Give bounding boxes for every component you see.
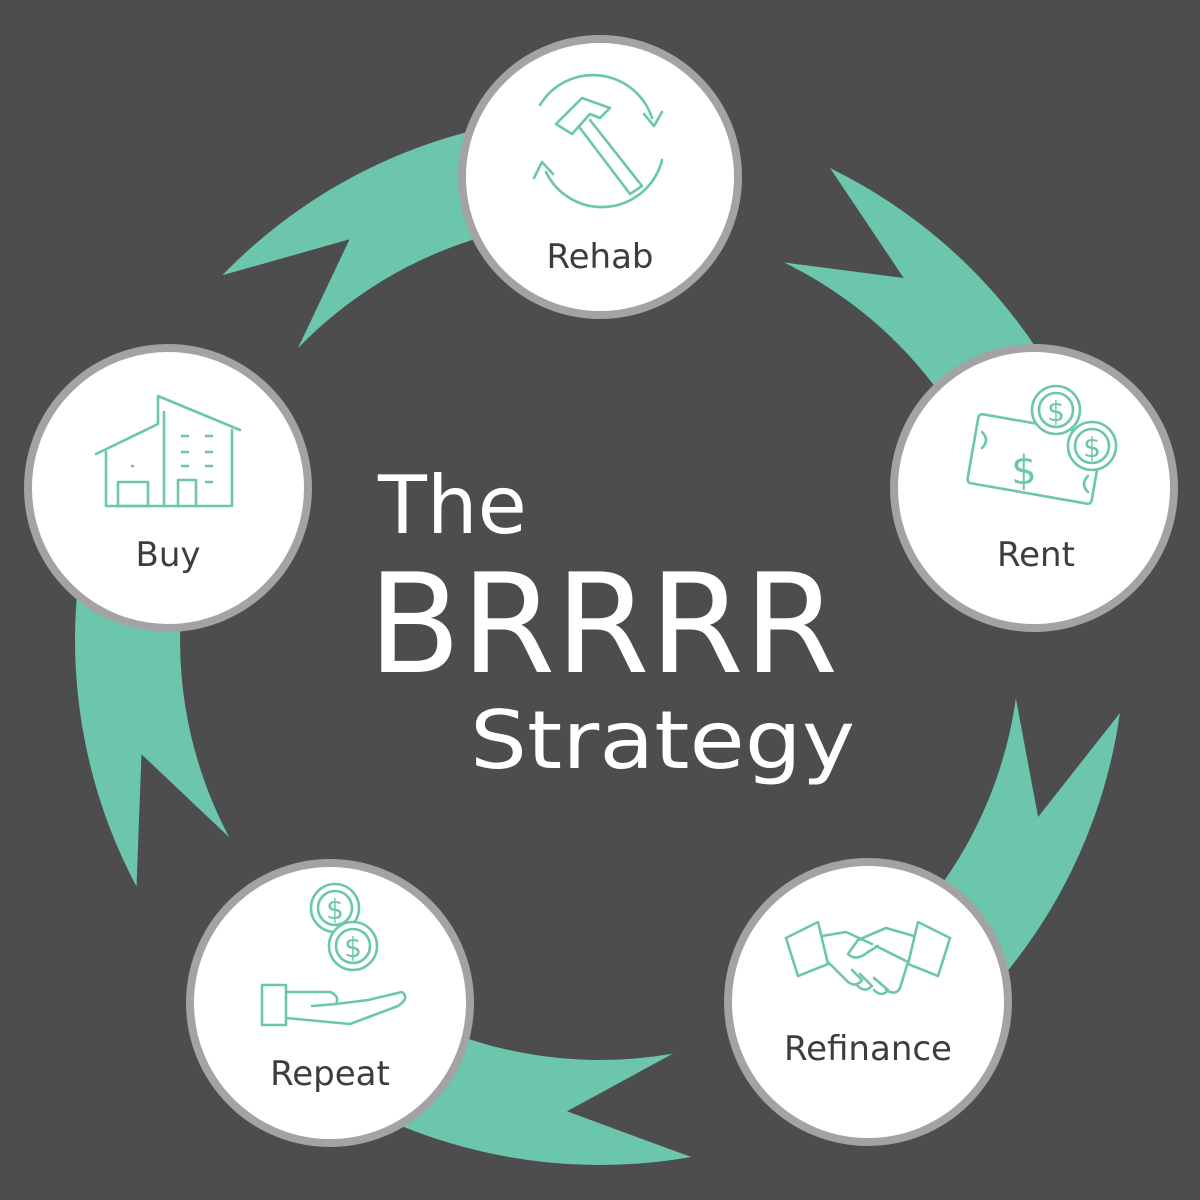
step-rehab-circle <box>458 35 742 319</box>
title-line-brrrr: BRRRR <box>368 544 838 705</box>
hammer-cycle-icon <box>532 73 664 209</box>
step-buy-circle <box>24 344 312 632</box>
step-repeat-label: Repeat <box>270 1054 390 1094</box>
step-buy: Buy <box>24 344 312 632</box>
title-line-the: The <box>377 459 527 552</box>
step-rehab: Rehab <box>458 35 742 319</box>
svg-text:$: $ <box>326 893 344 926</box>
step-rehab-label: Rehab <box>547 237 654 277</box>
building-icon <box>94 394 242 508</box>
step-buy-label: Buy <box>136 535 201 575</box>
step-refinance-circle <box>724 858 1012 1146</box>
step-rent: $ $ $ Rent <box>890 344 1178 632</box>
svg-text:$: $ <box>1047 395 1065 428</box>
svg-text:$: $ <box>1083 431 1101 464</box>
svg-text:$: $ <box>1011 448 1036 494</box>
diagram-title: The BRRRR Strategy <box>368 459 855 787</box>
money-icon: $ $ $ <box>966 384 1118 506</box>
step-rent-label: Rent <box>997 535 1075 575</box>
title-line-strategy: Strategy <box>470 694 855 787</box>
handshake-icon <box>784 920 952 996</box>
step-rent-circle <box>890 344 1178 632</box>
step-refinance-label: Refinance <box>784 1029 952 1069</box>
hand-coins-icon: $ $ <box>260 882 407 1027</box>
step-repeat: $ $ Repeat <box>186 859 474 1147</box>
step-repeat-circle <box>186 859 474 1147</box>
step-refinance: Refinance <box>724 858 1012 1146</box>
svg-text:$: $ <box>344 931 362 964</box>
